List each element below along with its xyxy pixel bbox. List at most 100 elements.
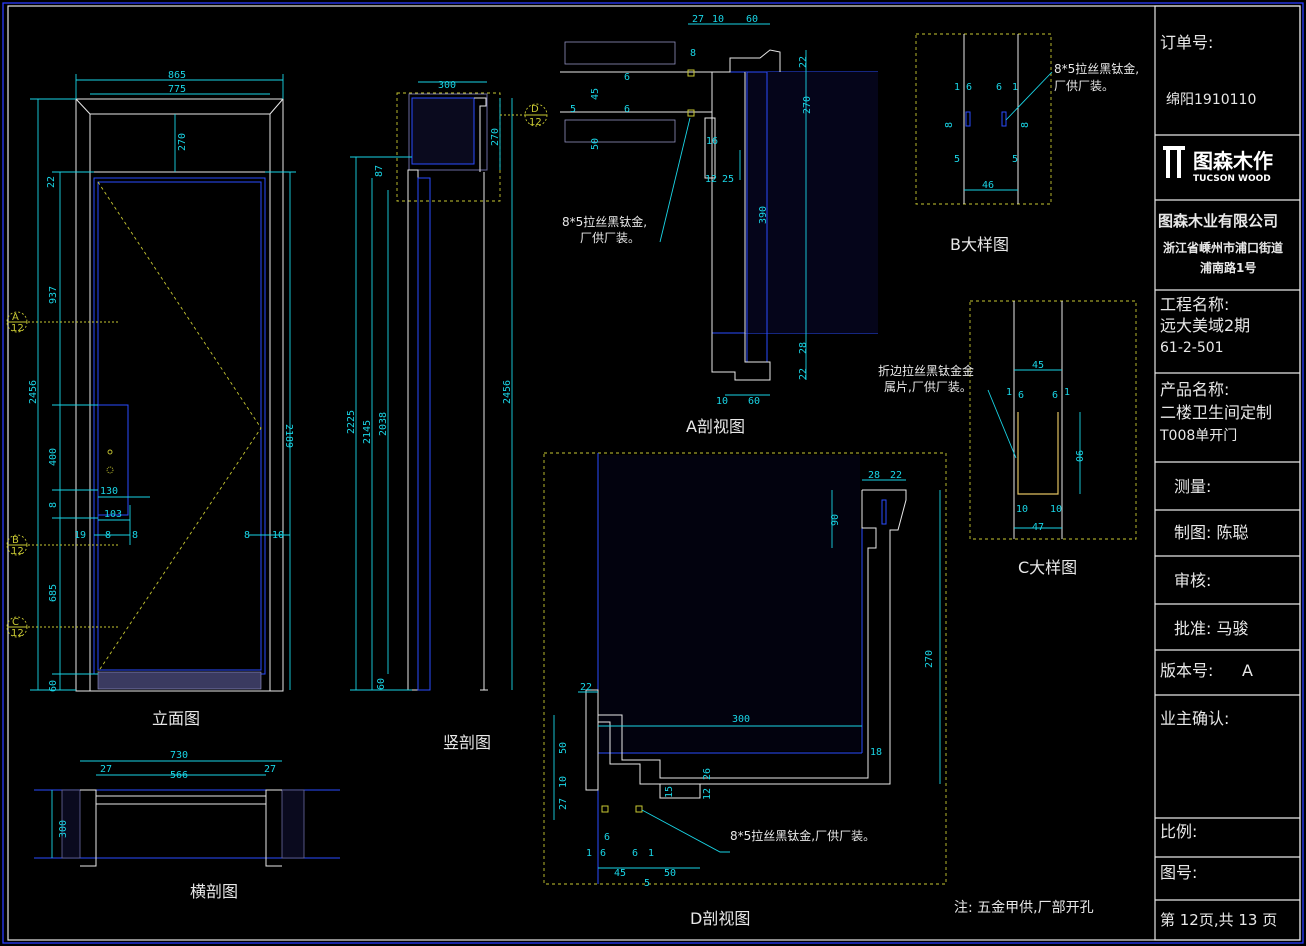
note-b-hardware: 8*5拉丝黑钛金,: [1054, 61, 1139, 76]
dim-d-300: 300: [732, 714, 750, 725]
dim-d-50b: 50: [664, 868, 676, 879]
approve-label: 批准: 马骏: [1174, 619, 1248, 638]
dim-a-60b: 60: [748, 396, 760, 407]
dim-685: 685: [48, 584, 59, 602]
detail-b-title: B大样图: [950, 235, 1009, 254]
dim-c-10: 10: [1016, 504, 1028, 515]
note-c-hardware-2: 属片,厂供厂装。: [884, 380, 972, 394]
mark-a-elev-sheet: 12: [11, 323, 24, 334]
section-d-title: D剖视图: [690, 909, 750, 928]
dim-b-8: 8: [944, 122, 955, 128]
dim-h-27b: 27: [264, 764, 276, 775]
product-line1: 二楼卫生间定制: [1160, 403, 1272, 422]
vertical-section-title: 竖剖图: [443, 733, 491, 752]
dim-c-6: 6: [1018, 390, 1024, 401]
dim-a-8: 8: [690, 48, 696, 59]
dim-d-18: 18: [870, 747, 882, 758]
dim-270: 270: [177, 133, 188, 151]
title-block: 订单号: 绵阳1910110 图森木作 TUCSON WOOD 图森木业有限公司…: [1154, 5, 1301, 941]
dim-c-47: 47: [1032, 522, 1044, 533]
dim-865: 865: [168, 70, 186, 81]
dim-2456: 2456: [28, 380, 39, 404]
dim-d-6: 6: [604, 832, 610, 843]
order-no-label: 订单号:: [1160, 33, 1213, 52]
dim-8c: 8: [132, 530, 138, 541]
dim-b-1b: 1: [1012, 82, 1018, 93]
dim-d-22: 22: [890, 470, 902, 481]
dim-a-6: 6: [624, 72, 630, 83]
note-b-hardware-2: 厂供厂装。: [1054, 79, 1114, 93]
mark-a-elev: A: [12, 312, 19, 323]
dim-c-45: 45: [1032, 360, 1044, 371]
dim-b-1: 1: [954, 82, 960, 93]
dim-v-2225: 2225: [346, 410, 357, 434]
dim-d-270: 270: [924, 650, 935, 668]
dim-b-6: 6: [966, 82, 972, 93]
dim-c-90: 90: [1073, 450, 1084, 462]
project-line2: 61-2-501: [1160, 340, 1224, 356]
dim-c-6b: 6: [1052, 390, 1058, 401]
dim-130: 130: [100, 486, 118, 497]
dim-b-5: 5: [954, 154, 960, 165]
dim-d-90: 90: [830, 514, 841, 526]
note-c-hardware: 折边拉丝黑钛金金: [878, 363, 974, 378]
footer-note: 注: 五金甲供,厂部开孔: [954, 900, 1094, 916]
dim-22: 22: [46, 176, 57, 188]
vertical-section-view: 300 270 87 2225 2145 2038 2456 60 D 12 竖…: [346, 80, 548, 752]
dim-d-28: 28: [868, 470, 880, 481]
section-d-view: 28 22 90 270 22 300 50 18 10 26 15 12 27…: [543, 452, 947, 928]
dim-a-12: 12: [705, 174, 717, 185]
dim-d-6b: 6: [600, 848, 606, 859]
mark-c-elev-sheet: 12: [11, 628, 24, 639]
detail-c-title: C大样图: [1018, 558, 1077, 577]
dim-d-5: 5: [644, 878, 650, 889]
dim-a-390: 390: [758, 206, 769, 224]
dim-a-28: 28: [798, 342, 809, 354]
review-label: 审核:: [1174, 571, 1211, 590]
note-a-hardware-2: 厂供厂装。: [580, 231, 640, 245]
dim-v-2038: 2038: [378, 412, 389, 436]
elevation-view: A 12 B 12 C 12 865 775 270 22 937 2456 4…: [6, 70, 296, 728]
dim-d-10: 10: [558, 776, 569, 788]
dim-v-2145: 2145: [362, 420, 373, 444]
note-a-hardware: 8*5拉丝黑钛金,: [562, 214, 647, 229]
logo-en: TUCSON WOOD: [1193, 174, 1271, 184]
dim-d-1b: 1: [648, 848, 654, 859]
horizontal-section-title: 横剖图: [190, 882, 238, 901]
dim-d-22b: 22: [580, 682, 592, 693]
dim-400: 400: [48, 448, 59, 466]
dim-937: 937: [48, 286, 59, 304]
horizontal-section-view: 730 27 566 27 300 横剖图: [34, 750, 340, 901]
dim-d-45: 45: [614, 868, 626, 879]
dim-b-5b: 5: [1012, 154, 1018, 165]
dim-a-60: 60: [746, 14, 758, 25]
dim-60: 60: [48, 680, 59, 692]
detail-b-view: 1 6 6 1 8 8 5 5 46 8*5拉丝黑钛金, 厂供厂装。 B大样图: [915, 33, 1139, 254]
logo-icon: [1163, 146, 1185, 178]
scale-label: 比例:: [1160, 822, 1197, 841]
section-a-view: 27 10 60 8 6 45 5 6 50 22 270 16 12 25 3…: [560, 14, 878, 436]
dim-a-25: 25: [722, 174, 734, 185]
detail-c-view: 45 1 6 6 1 90 10 10 47 折边拉丝黑钛金金 属片,厂供厂装。…: [878, 300, 1137, 577]
dim-b-8b: 8: [1020, 122, 1031, 128]
dim-c-1b: 1: [1064, 387, 1070, 398]
dim-b-6b: 6: [996, 82, 1002, 93]
dim-v-300: 300: [438, 80, 456, 91]
dim-a-6b: 6: [624, 104, 630, 115]
drafter-label: 制图: 陈聪: [1174, 523, 1248, 542]
mark-b-elev: B: [12, 535, 19, 546]
dim-v-270: 270: [490, 128, 501, 146]
dim-a-50: 50: [590, 138, 601, 150]
owner-label: 业主确认:: [1160, 709, 1229, 728]
dim-d-1: 1: [586, 848, 592, 859]
dim-d-50: 50: [558, 742, 569, 754]
dim-a-10b: 10: [716, 396, 728, 407]
dim-a-270: 270: [802, 96, 813, 114]
dim-8b: 8: [105, 530, 111, 541]
version-label: 版本号:: [1160, 661, 1213, 680]
dim-v-87: 87: [374, 165, 385, 177]
dim-a-22: 22: [798, 56, 809, 68]
dim-a-5: 5: [570, 104, 576, 115]
dim-c-10b: 10: [1050, 504, 1062, 515]
